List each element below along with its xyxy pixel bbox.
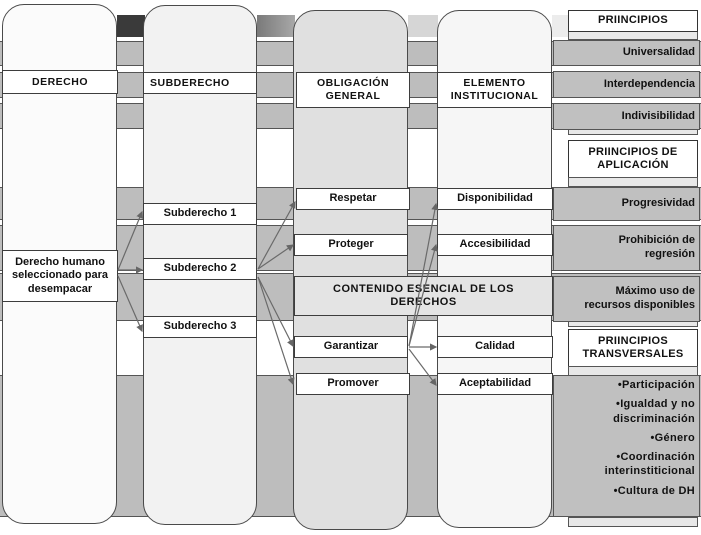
obligacion-respetar: Respetar (296, 188, 410, 210)
principio-indivisibilidad: Indivisibilidad (553, 103, 700, 130)
subderecho-2: Subderecho 2 (143, 258, 257, 280)
principio-maximo-uso: Máximo uso de recursos disponibles (553, 276, 700, 322)
principio-universalidad: Universalidad (553, 40, 700, 66)
principios-aplicacion-stub-bottom (568, 321, 698, 327)
top-strip-light (408, 15, 438, 37)
subderecho-1: Subderecho 1 (143, 203, 257, 225)
transversal-igualdad: •Igualdad y no discriminación (613, 398, 695, 425)
transversal-cultura-dh: •Cultura de DH (613, 484, 695, 497)
elemento-calidad: Calidad (437, 336, 553, 358)
transversal-genero: •Género (650, 431, 695, 444)
contenido-esencial: CONTENIDO ESENCIAL DE LOS DERECHOS (294, 276, 553, 316)
obligacion-promover: Promover (296, 373, 410, 395)
elemento-disponibilidad: Disponibilidad (437, 188, 553, 210)
header-obligacion: OBLIGACIÓN GENERAL (296, 72, 410, 108)
transversal-participacion: •Participación (617, 379, 695, 391)
obligacion-proteger: Proteger (294, 234, 408, 256)
top-strip-faint (552, 15, 572, 37)
elemento-aceptabilidad: Aceptabilidad (437, 373, 553, 395)
principio-prohibicion-regresion: Prohibición de regresión (553, 225, 700, 271)
subderecho-3: Subderecho 3 (143, 316, 257, 338)
principios-header: PRIINCIPIOS (568, 10, 698, 32)
principios-transversales-list: •Participación •Igualdad y no discrimina… (553, 375, 700, 517)
transversal-coordinacion: •Coordinación interinstiticional (604, 451, 695, 478)
header-derecho: DERECHO (2, 70, 118, 94)
top-strip-mid (257, 15, 295, 37)
top-strip-dark (117, 15, 145, 37)
principio-progresividad: Progresividad (553, 187, 700, 221)
header-elemento: ELEMENTO INSTITUCIONAL (437, 72, 552, 108)
principios-transversales-header: PRIINCIPIOS TRANSVERSALES (568, 329, 698, 367)
principios-transversales-stub-bottom (568, 517, 698, 527)
principios-aplicacion-header: PRIINCIPIOS DE APLICACIÓN (568, 140, 698, 178)
header-subderecho: SUBDERECHO (143, 72, 257, 94)
obligacion-garantizar: Garantizar (294, 336, 408, 358)
elemento-accesibilidad: Accesibilidad (437, 234, 553, 256)
principio-interdependencia: Interdependencia (553, 71, 700, 98)
principios-aplicacion-stub (568, 177, 698, 187)
principios-stub-bottom (568, 129, 698, 135)
derecho-item: Derecho humano seleccionado para desempa… (2, 250, 118, 302)
